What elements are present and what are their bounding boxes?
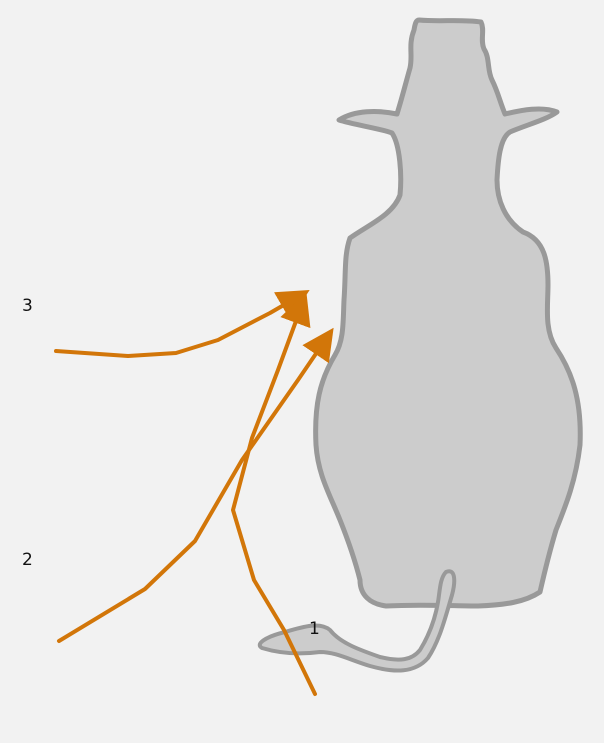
label-2: 2 (22, 550, 33, 570)
arrow-3 (54, 289, 310, 358)
label-1: 1 (309, 619, 320, 639)
label-3: 3 (22, 296, 33, 316)
arrow-2 (57, 327, 334, 643)
animal-body-outline (313, 17, 583, 609)
arrow-1 (231, 292, 317, 696)
animal-tail-outline (257, 569, 457, 673)
